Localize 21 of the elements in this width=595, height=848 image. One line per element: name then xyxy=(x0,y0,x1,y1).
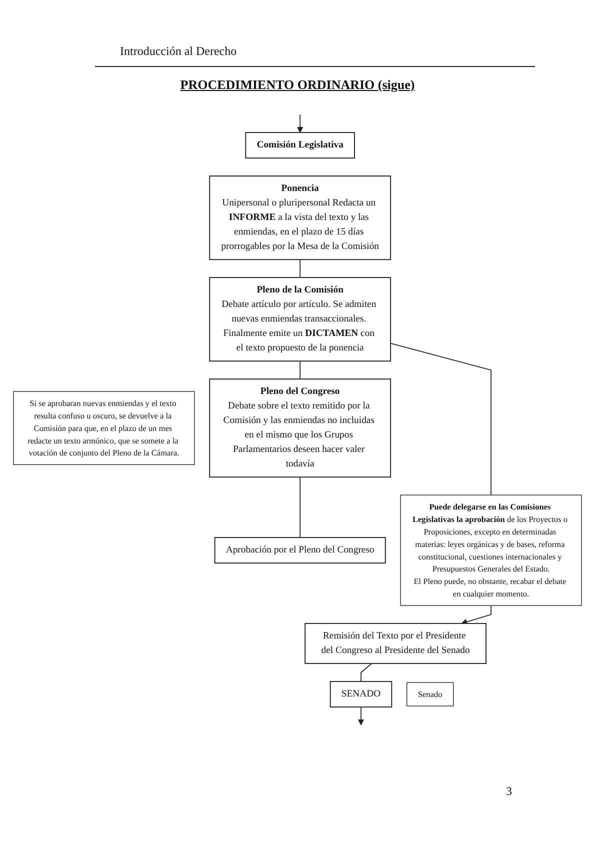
connector xyxy=(300,360,301,380)
title: PROCEDIMIENTO ORDINARIO (sigue) xyxy=(180,77,415,92)
node-box: Pleno de la Comisión Debate artículo por artículo. Se admiten nuevas enmiendas transaccionales. Finalmente emite un DICTAMEN con el texto propuesto de la ponencia xyxy=(209,277,392,362)
node-box: Remisión del Texto por el Presidente del Congreso al Presidente del Senado xyxy=(304,622,486,664)
running-header: Introducción al Derecho xyxy=(120,44,237,59)
node-box: SENADO xyxy=(330,681,392,708)
node-box: Pleno del Congreso Debate sobre el texto remitido por la Comisión y las enmiendas no incluidas en el mismo que los Grupos Parlamentarios deseen hacer valer todavía xyxy=(209,378,392,478)
node-box: Puede delegarse en las Comisiones Legislativas la aprobación de los Proyectos o Proposiciones, excepto en determinadas materias: leyes orgánicas y de bases, reforma constitucional, cuestiones internacionales y Presupuestos Generales del Estado. El Pleno puede, no obstante, recabar el debate en cualquier momento. xyxy=(400,494,582,606)
node-box: Si se aprobaran nuevas enmiendas y el texto resulta confuso u oscuro, se devuelve a la Comisión para que, en el plazo de un mes redacte un texto armónico, que se somete a la votación de conjunto del Pleno de la Cámara. xyxy=(13,391,195,465)
connector xyxy=(360,663,372,682)
node-box: Comisión Legislativa xyxy=(245,132,355,159)
page-number: 3 xyxy=(506,784,512,799)
arrow xyxy=(461,605,492,625)
node-box: Aprobación por el Pleno del Congreso xyxy=(214,537,386,564)
node-box: Ponencia Unipersonal o pluripersonal Redacta un INFORME a la vista del texto y las enmiendas, en el plazo de 15 días prorrogables por la Mesa de la Comisión xyxy=(209,176,392,260)
connector xyxy=(300,476,301,538)
arrow xyxy=(358,706,364,726)
node-box: Senado xyxy=(406,682,454,706)
connector xyxy=(390,342,492,496)
arrow xyxy=(297,114,304,133)
connector xyxy=(300,259,301,278)
